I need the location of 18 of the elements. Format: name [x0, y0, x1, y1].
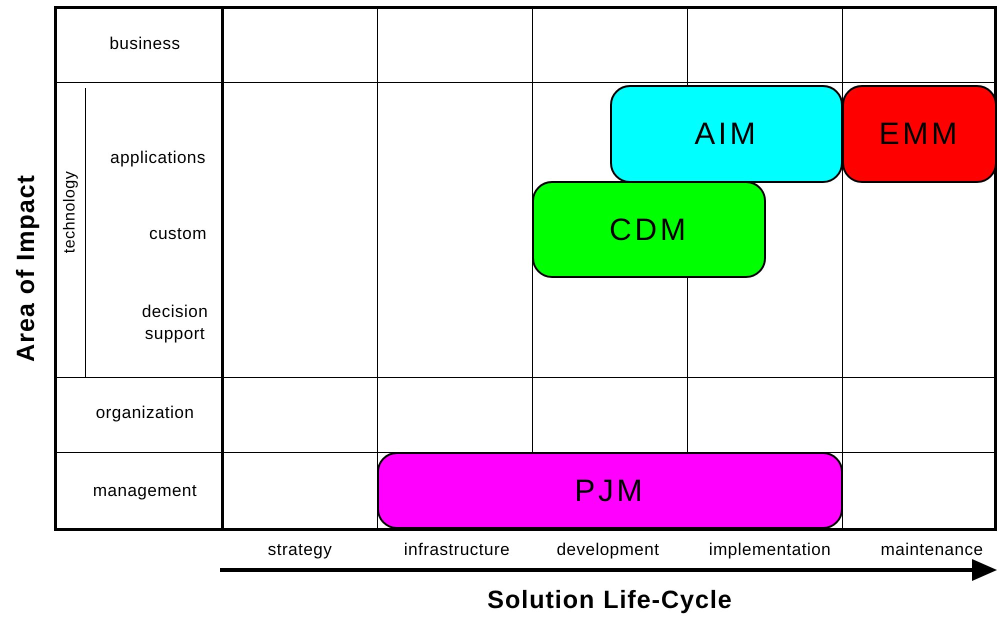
axis-title: Area of Impact — [10, 174, 41, 362]
column-label: implementation — [708, 538, 832, 561]
phase-bar: PJM — [377, 452, 843, 529]
phase-bar: EMM — [842, 85, 997, 183]
row-label: custom — [149, 222, 207, 245]
column-label: infrastructure — [404, 538, 510, 561]
row-label: management — [92, 480, 198, 502]
group-label: technology — [60, 170, 80, 254]
row-label: applications — [110, 146, 206, 169]
row-label: decision support — [140, 300, 210, 345]
row-label: business — [109, 32, 181, 55]
phase-bar: CDM — [532, 181, 766, 278]
axis-title: Solution Life-Cycle — [487, 584, 733, 616]
row-label: organization — [96, 402, 194, 424]
column-label: development — [556, 538, 660, 561]
column-label: strategy — [268, 538, 332, 561]
column-label: maintenance — [880, 538, 984, 561]
phase-bar: AIM — [610, 85, 843, 183]
